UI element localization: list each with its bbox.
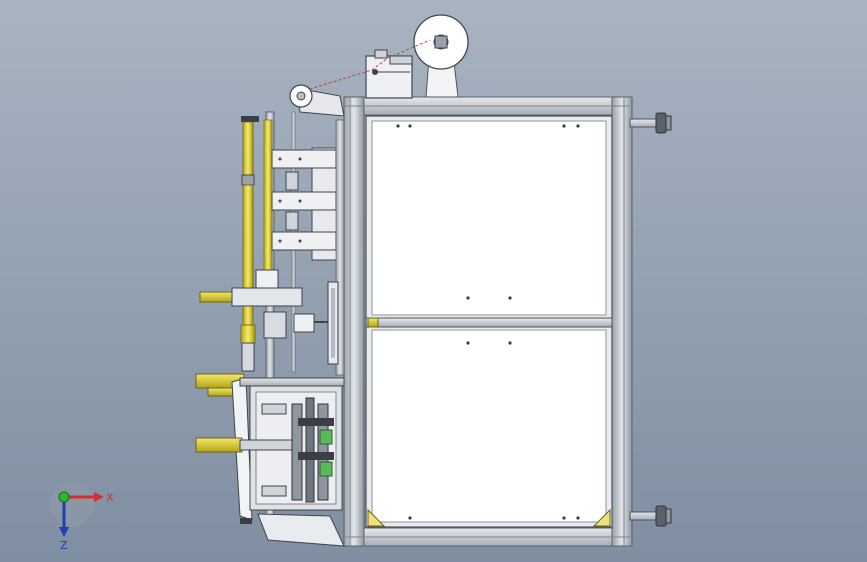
z-axis-arrow-icon: [59, 527, 69, 537]
machine-model[interactable]: [195, 14, 672, 547]
yellow-cylinder-vertical[interactable]: [240, 116, 273, 372]
film-roll-assembly[interactable]: [413, 14, 469, 98]
x-axis-label: X: [106, 491, 114, 504]
triad-shadow: [50, 483, 94, 527]
forming-blocks[interactable]: [271, 119, 345, 376]
film-tension-box[interactable]: [365, 49, 413, 99]
guide-roller[interactable]: [289, 84, 345, 117]
orientation-triad[interactable]: X Z: [50, 483, 114, 552]
y-axis-dot-icon: [58, 491, 70, 503]
upper-door-panel[interactable]: [365, 115, 613, 321]
divider-latch[interactable]: [367, 317, 379, 328]
lower-sealing-unit[interactable]: [195, 373, 345, 547]
leveling-foot-top: [629, 112, 672, 134]
yellow-cylinder-horizontal-upper[interactable]: [199, 269, 339, 365]
lower-door-panel[interactable]: [365, 324, 613, 528]
film-path: [299, 39, 431, 93]
leveling-foot-bottom: [629, 505, 672, 527]
x-axis-arrow-icon: [94, 492, 104, 502]
door-divider: [365, 317, 613, 328]
z-axis-label: Z: [60, 539, 68, 552]
